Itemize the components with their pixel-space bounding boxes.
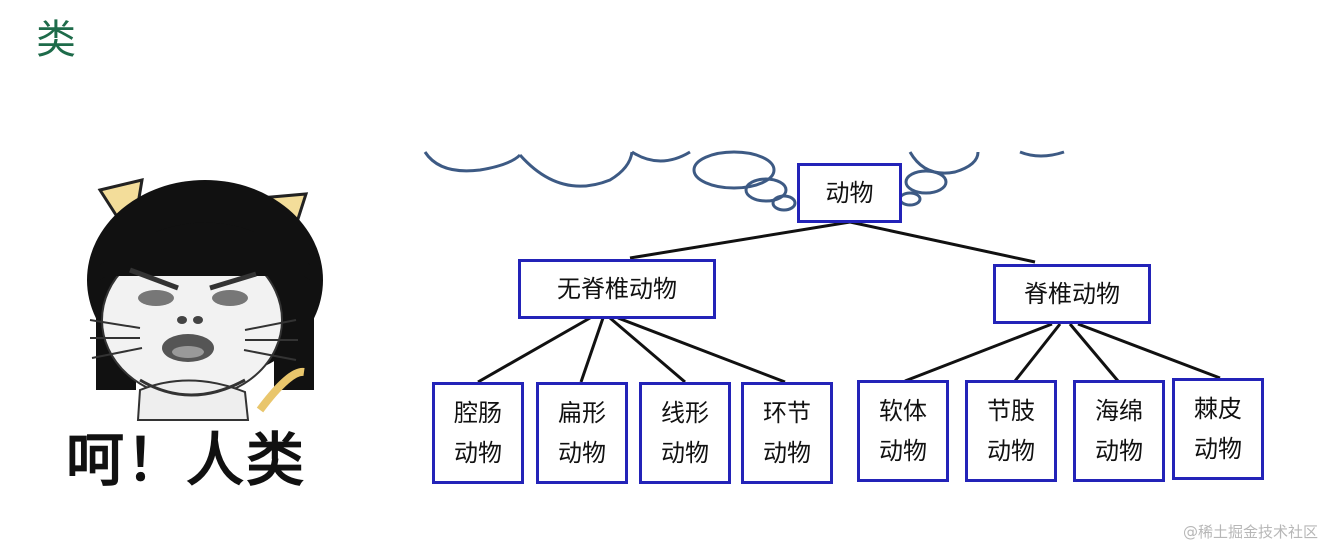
page-title: 类	[36, 17, 76, 63]
node-vertebrates: 脊椎动物	[993, 264, 1151, 324]
leaf-flatworms: 扁形动物	[536, 382, 628, 484]
leaf-mollusks: 软体动物	[857, 380, 949, 482]
leaf-echinoderms: 棘皮动物	[1172, 378, 1264, 480]
leaf-arthropods: 节肢动物	[965, 380, 1057, 482]
meme-caption: 呵！人类	[66, 426, 307, 494]
thought-cloud	[423, 150, 1065, 212]
leaf-coelenterates: 腔肠动物	[432, 382, 524, 484]
leaf-roundworms: 线形动物	[639, 382, 731, 484]
tree-connectors	[477, 220, 1221, 384]
leaf-annelids: 环节动物	[741, 382, 833, 484]
leaf-sponges: 海绵动物	[1073, 380, 1165, 482]
node-invertebrates: 无脊椎动物	[518, 259, 716, 319]
watermark: @稀土掘金技术社区	[1182, 523, 1318, 541]
node-root: 动物	[797, 163, 902, 223]
meme-illustration	[87, 178, 323, 421]
